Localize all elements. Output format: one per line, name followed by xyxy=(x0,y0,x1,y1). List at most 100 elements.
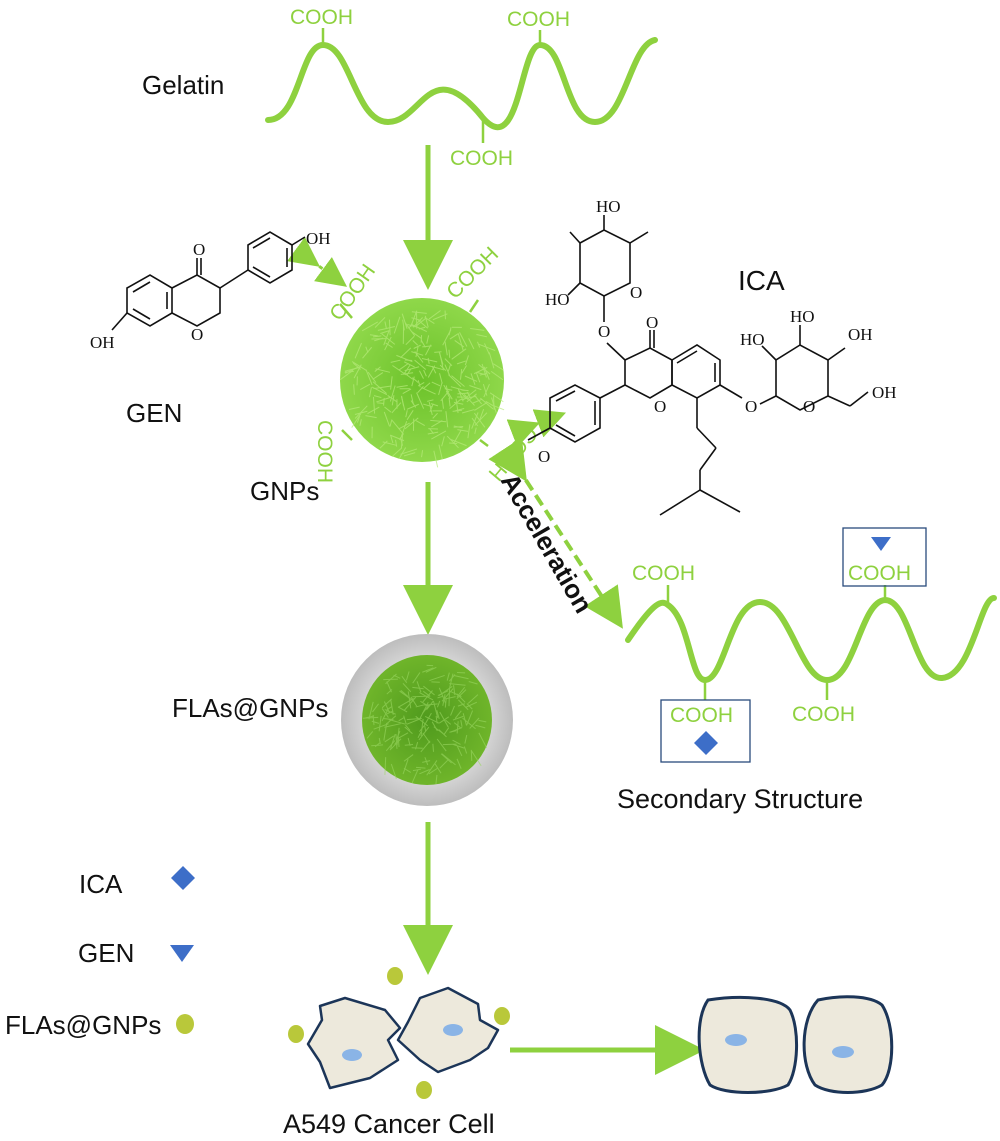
fiber-texture xyxy=(473,412,486,428)
fiber-texture xyxy=(381,710,388,722)
legend-ica-label: ICA xyxy=(79,869,123,899)
fiber-texture xyxy=(371,744,384,747)
fiber-texture xyxy=(401,313,408,329)
flas-dot-3 xyxy=(494,1007,510,1025)
fiber-texture xyxy=(415,346,419,358)
fiber-texture xyxy=(452,739,461,745)
fiber-texture xyxy=(372,381,387,394)
fiber-texture xyxy=(383,411,391,427)
fiber-texture xyxy=(369,334,378,337)
cooh-top-2: COOH xyxy=(507,8,570,31)
fiber-texture xyxy=(393,316,401,334)
fiber-texture xyxy=(384,757,387,775)
fiber-texture xyxy=(380,330,390,335)
fiber-texture xyxy=(386,706,393,711)
fiber-texture xyxy=(456,746,463,757)
svg-text:O: O xyxy=(538,447,550,466)
fiber-texture xyxy=(458,390,469,401)
fiber-texture xyxy=(422,732,431,744)
fiber-texture xyxy=(381,708,389,718)
fiber-texture xyxy=(473,367,488,375)
fiber-texture xyxy=(371,386,388,396)
svg-text:HO: HO xyxy=(740,330,765,349)
fiber-texture xyxy=(373,335,382,338)
fiber-texture xyxy=(423,369,427,377)
fiber-texture xyxy=(419,702,429,719)
fiber-texture xyxy=(400,690,409,697)
svg-text:HO: HO xyxy=(596,197,621,216)
fiber-texture xyxy=(417,319,429,329)
fiber-texture xyxy=(451,348,467,360)
fiber-texture xyxy=(366,731,374,739)
fiber-texture xyxy=(411,769,419,784)
fiber-texture xyxy=(490,370,504,381)
fiber-texture xyxy=(427,431,439,435)
acceleration-arrow xyxy=(488,437,623,629)
fiber-texture xyxy=(390,435,394,444)
fiber-texture xyxy=(407,737,411,746)
fiber-texture xyxy=(411,317,422,321)
fiber-texture xyxy=(449,438,467,447)
fiber-texture xyxy=(419,370,424,379)
fiber-texture xyxy=(365,715,374,719)
fiber-texture xyxy=(457,429,469,432)
fiber-texture xyxy=(449,332,459,340)
svg-text:O: O xyxy=(191,325,203,344)
fiber-texture xyxy=(373,385,391,390)
fiber-texture xyxy=(432,700,439,719)
fiber-texture xyxy=(436,700,441,708)
fiber-texture xyxy=(492,363,504,371)
fiber-texture xyxy=(411,323,428,332)
fiber-texture xyxy=(422,667,434,673)
fiber-texture xyxy=(470,328,485,331)
fiber-texture xyxy=(365,415,377,419)
fiber-texture xyxy=(399,690,414,702)
fiber-texture xyxy=(415,715,429,727)
fiber-texture xyxy=(372,396,376,414)
fiber-texture xyxy=(449,398,461,409)
fiber-texture xyxy=(418,726,430,741)
flas-dot-2 xyxy=(288,1025,304,1043)
legend-gen-triangle xyxy=(170,945,194,962)
fiber-texture xyxy=(428,401,433,416)
fiber-texture xyxy=(390,699,394,715)
svg-text:O: O xyxy=(745,397,757,416)
fiber-texture xyxy=(489,392,504,403)
fiber-texture xyxy=(397,732,409,739)
svg-text:COOH: COOH xyxy=(442,243,503,304)
fiber-texture xyxy=(444,364,451,376)
fiber-texture xyxy=(457,392,470,395)
fiber-texture xyxy=(402,758,409,775)
fiber-texture xyxy=(398,433,404,440)
fiber-texture xyxy=(405,671,410,681)
ica-interaction-arrow xyxy=(506,409,567,448)
fiber-texture xyxy=(417,380,421,388)
flas-dot-1 xyxy=(387,967,403,985)
fiber-texture xyxy=(400,434,404,449)
fiber-texture xyxy=(397,697,414,708)
svg-text:O: O xyxy=(598,322,610,341)
fiber-texture xyxy=(378,737,381,745)
fiber-texture xyxy=(474,427,477,434)
fiber-texture xyxy=(401,675,408,683)
secondary-cooh-1: COOH xyxy=(632,562,695,585)
fiber-texture xyxy=(475,372,481,383)
fiber-texture xyxy=(411,311,427,314)
fiber-texture xyxy=(471,412,479,429)
fiber-texture xyxy=(456,758,462,769)
svg-text:O: O xyxy=(630,283,642,302)
fiber-texture xyxy=(371,720,380,724)
svg-text:HO: HO xyxy=(545,290,570,309)
fiber-texture xyxy=(400,347,412,359)
fiber-texture xyxy=(428,767,438,775)
fiber-texture xyxy=(351,361,367,371)
fiber-texture xyxy=(390,376,393,390)
fiber-texture xyxy=(390,763,397,780)
fiber-texture xyxy=(480,397,494,410)
gen-molecule: O O OH OH xyxy=(90,229,331,352)
fiber-texture xyxy=(359,419,362,426)
fiber-texture xyxy=(468,680,478,685)
fiber-texture xyxy=(422,690,433,703)
fiber-texture xyxy=(407,691,412,709)
